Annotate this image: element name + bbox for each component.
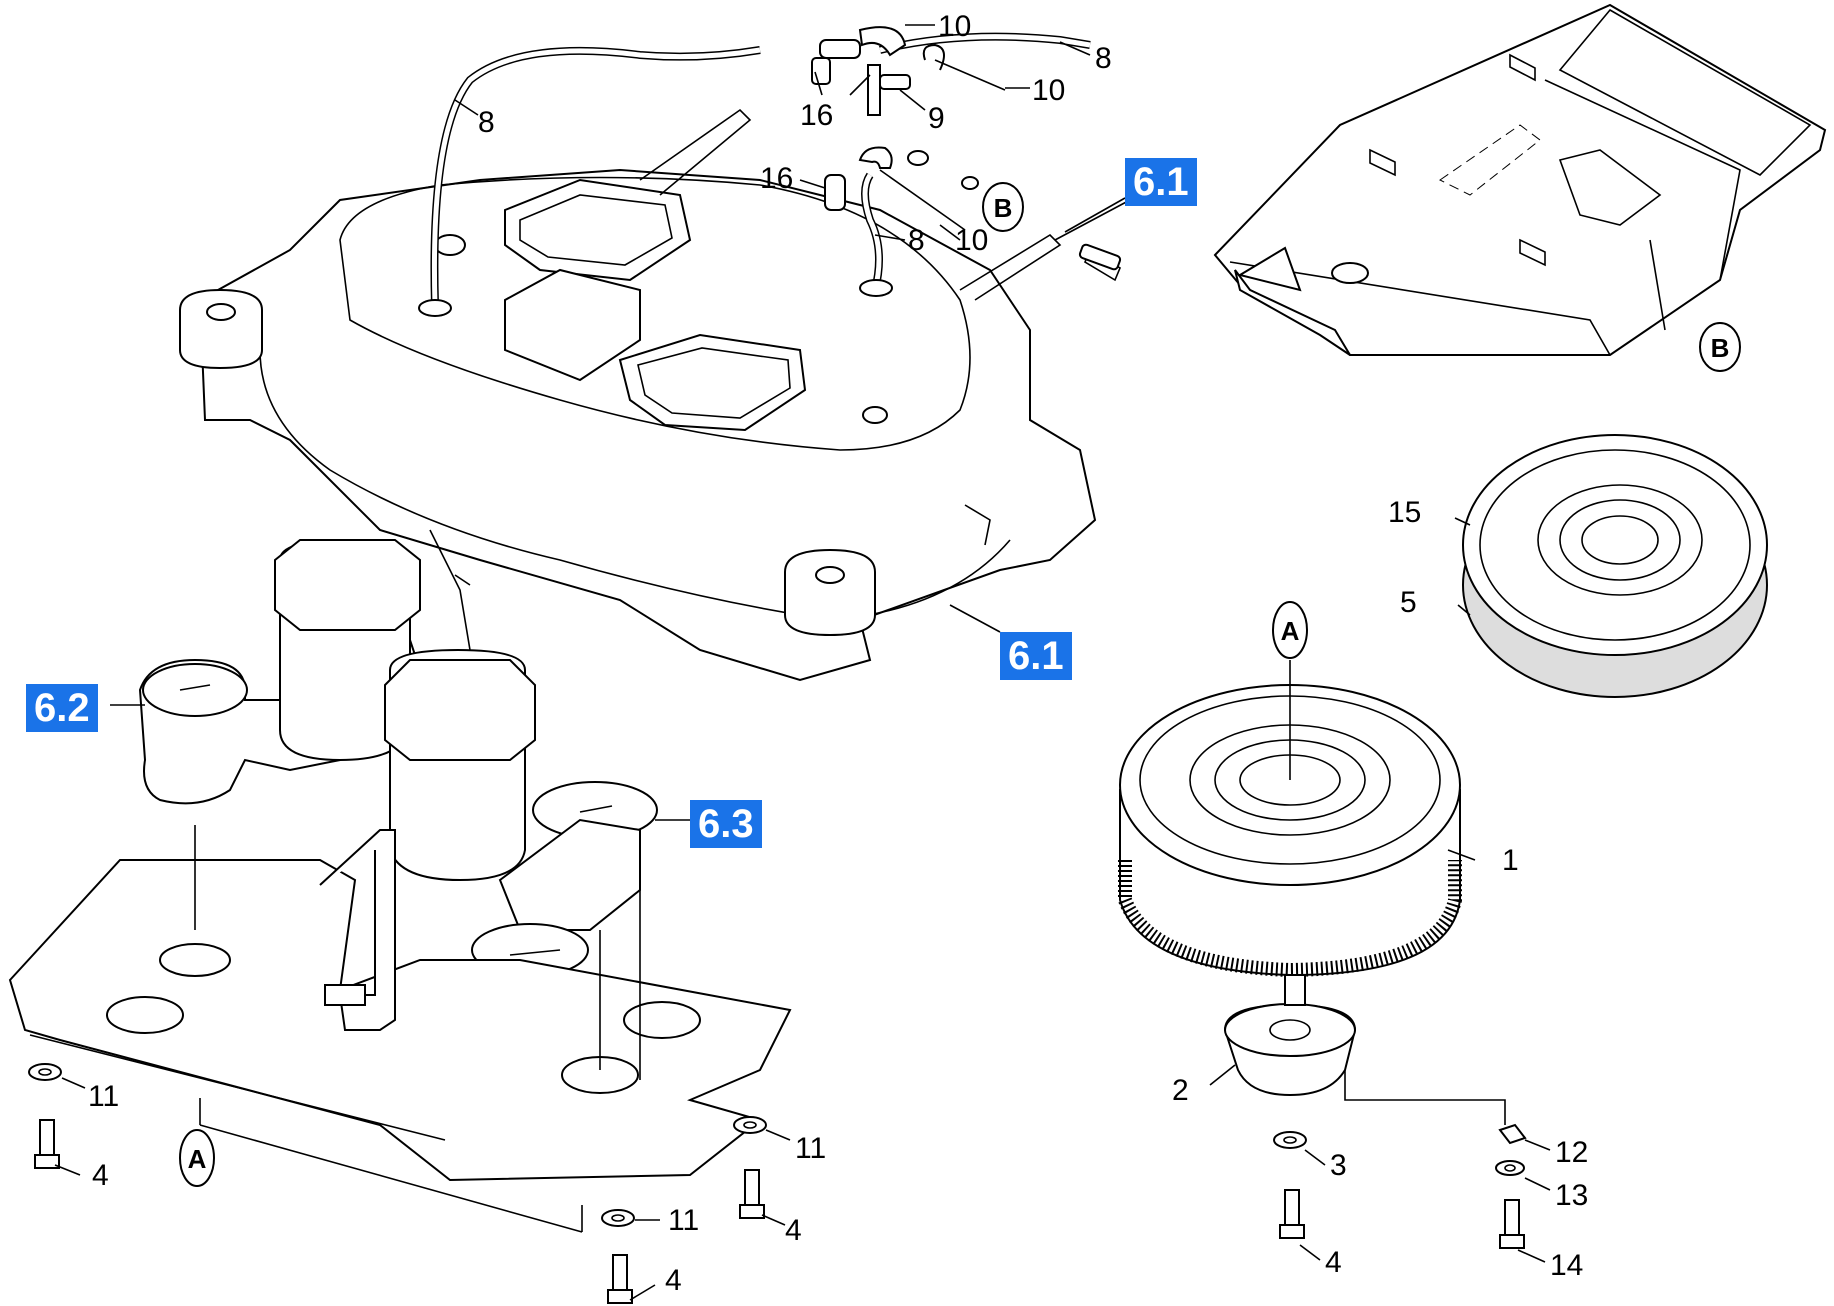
marker-b-right: B: [1699, 322, 1741, 372]
brush-deck-housing: [179, 108, 1131, 682]
motor-mounting-plate: [8, 829, 792, 1182]
label-4: 4: [665, 1264, 682, 1297]
label-4: 4: [92, 1159, 109, 1192]
marker-b-left: B: [982, 182, 1024, 232]
chassis-frame: [1213, 3, 1827, 356]
brush-disc: [1118, 684, 1462, 978]
label-3: 3: [1330, 1149, 1347, 1182]
label-12: 12: [1555, 1136, 1588, 1169]
label-10: 10: [938, 10, 971, 43]
label-8: 8: [1095, 42, 1112, 75]
label-2: 2: [1172, 1074, 1189, 1107]
brush-hub: [1223, 974, 1357, 1097]
leader-lines: [54, 24, 1666, 1301]
fasteners: [28, 1063, 1527, 1304]
ref-6-3[interactable]: 6.3: [690, 800, 762, 848]
label-14: 14: [1550, 1249, 1583, 1282]
label-16: 16: [760, 162, 793, 195]
ref-6-2[interactable]: 6.2: [26, 684, 98, 732]
label-11: 11: [88, 1080, 119, 1113]
marker-a-bottom: A: [179, 1129, 215, 1187]
label-11: 11: [795, 1132, 826, 1165]
label-5: 5: [1400, 586, 1417, 619]
label-4: 4: [1325, 1246, 1342, 1279]
label-10: 10: [955, 224, 988, 257]
marker-a-top: A: [1272, 601, 1308, 659]
label-1: 1: [1502, 844, 1519, 877]
label-8: 8: [478, 106, 495, 139]
label-4: 4: [785, 1214, 802, 1247]
drive-motors: [138, 529, 658, 977]
svg-text:A: A: [188, 1144, 207, 1174]
ref-6-1-top[interactable]: 6.1: [1125, 158, 1197, 206]
svg-text:A: A: [1281, 616, 1300, 646]
pad-drive-board: [1462, 434, 1768, 698]
label-8: 8: [908, 224, 925, 257]
ref-6-1-mid[interactable]: 6.1: [1000, 632, 1072, 680]
svg-text:B: B: [1711, 333, 1730, 363]
label-16: 16: [800, 99, 833, 132]
label-13: 13: [1555, 1179, 1588, 1212]
svg-text:B: B: [994, 193, 1013, 223]
label-11: 11: [668, 1204, 699, 1237]
label-10: 10: [1032, 74, 1065, 107]
label-9: 9: [928, 102, 945, 135]
label-15: 15: [1388, 496, 1421, 529]
